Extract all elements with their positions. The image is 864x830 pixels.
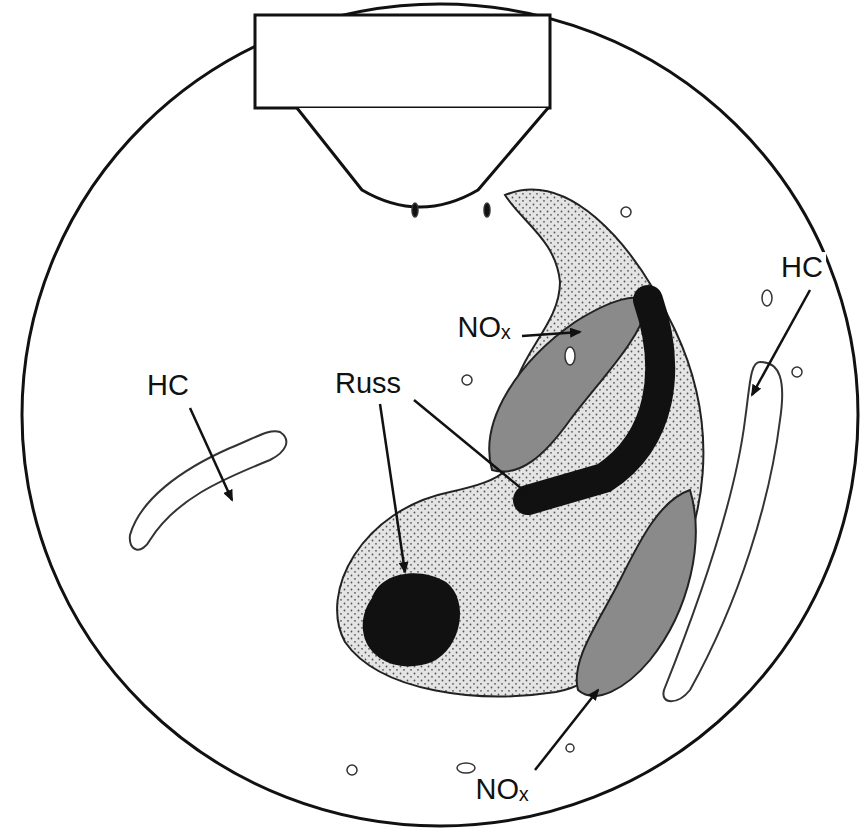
fuel-spray-plume [337,190,703,697]
injector-body [255,15,550,108]
soot-zone [363,573,460,666]
zone-label: NOₓ [472,774,531,806]
zone-label: HC [778,252,826,284]
zone-label: NOₓ [454,312,513,344]
cylinder-bore [22,4,858,826]
soot-zone [528,300,660,500]
hc-zone [663,362,782,701]
fuel-droplets [347,203,802,775]
zone-label: HC [144,370,192,402]
leader-arrows [190,290,810,770]
zone-label: Russ [332,368,404,400]
